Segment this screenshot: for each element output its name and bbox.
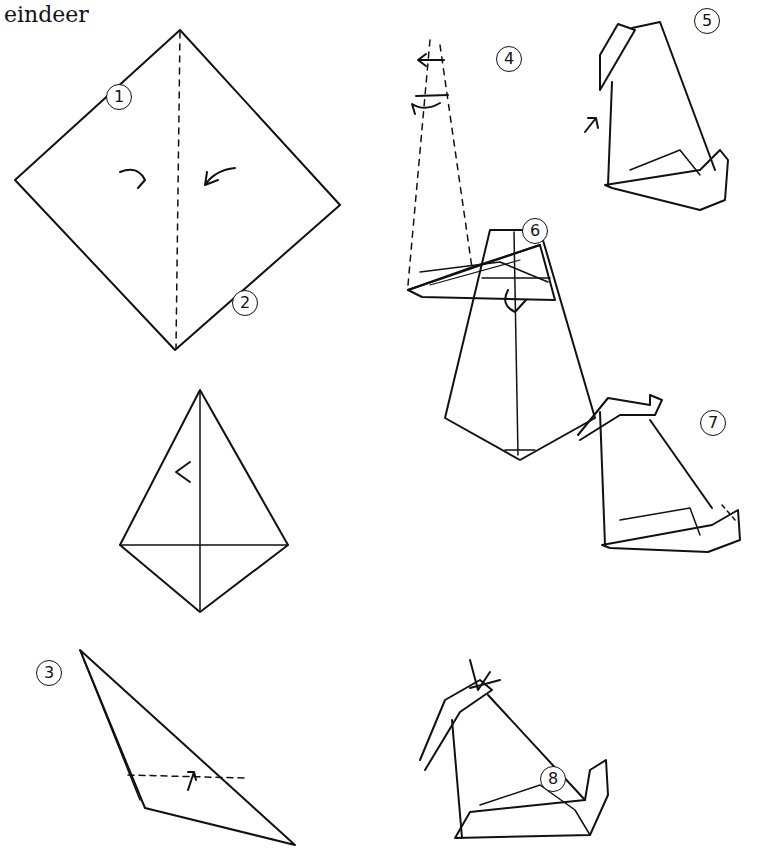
reindeer-body (455, 760, 608, 838)
step-number: 2 (232, 290, 258, 316)
fold-edge (420, 262, 548, 282)
step-number: 7 (700, 410, 726, 436)
fold-arrow (505, 290, 526, 312)
paper-kite (120, 390, 288, 612)
fold-edge (430, 260, 520, 285)
step-number: 3 (36, 660, 62, 686)
step-number: 6 (522, 218, 548, 244)
reindeer-neck (488, 695, 585, 800)
fold-line (416, 95, 448, 96)
paper-neck (632, 22, 715, 170)
paper-neck (650, 420, 712, 508)
paper-neck (600, 412, 605, 545)
fold-line (722, 505, 735, 520)
fold-line (514, 232, 518, 455)
diagram-title: eindeer (4, 2, 89, 27)
step-number: 8 (540, 766, 566, 792)
step-number: 4 (496, 46, 522, 72)
fold-line (505, 449, 535, 451)
fold-arrow (188, 772, 196, 790)
paper-head (578, 395, 662, 440)
neck-edge (440, 45, 472, 268)
paper-neck (608, 82, 612, 185)
fold-line (199, 392, 201, 610)
paper-body (605, 150, 728, 210)
fold-line (120, 544, 288, 546)
paper-square (15, 30, 340, 350)
paper-head (600, 24, 635, 90)
fold-line (128, 775, 245, 778)
step-number: 5 (694, 8, 720, 34)
fold-edge (408, 245, 540, 290)
fold-arrow (176, 462, 190, 482)
fold-edge (84, 660, 140, 800)
paper-kite (445, 230, 595, 460)
fold-line (482, 277, 550, 279)
reindeer-antler (470, 680, 500, 688)
paper-body (602, 510, 740, 552)
paper-body (408, 245, 555, 300)
fold-line (408, 40, 430, 285)
fold-edge (480, 785, 590, 835)
fold-arrow (412, 103, 440, 114)
fold-arrow (205, 168, 235, 185)
fold-line (176, 32, 180, 348)
step-number: 1 (106, 84, 132, 110)
fold-arrow (120, 170, 145, 188)
reindeer-neck (452, 720, 462, 838)
fold-arrow (585, 118, 598, 132)
fold-edge (630, 150, 700, 175)
fold-arrow (418, 54, 444, 66)
paper-triangle (80, 650, 295, 845)
fold-edge (620, 508, 700, 535)
